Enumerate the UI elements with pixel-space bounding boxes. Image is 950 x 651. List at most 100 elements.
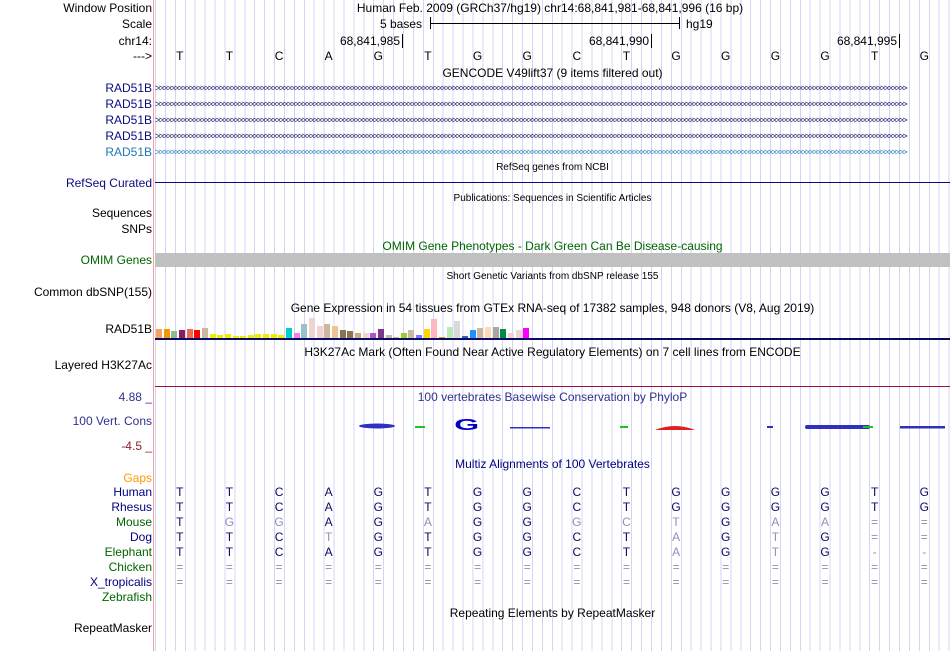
phylop-label[interactable]: 100 Vert. Cons bbox=[72, 414, 152, 428]
gtex-tissue-bar[interactable] bbox=[255, 334, 262, 338]
alignment-base: T bbox=[424, 530, 432, 544]
base-letter: G bbox=[721, 49, 731, 63]
species-label[interactable]: Elephant bbox=[104, 545, 152, 559]
gtex-tissue-bar[interactable] bbox=[217, 334, 224, 338]
label-separator bbox=[153, 0, 154, 651]
gtex-tissue-bar[interactable] bbox=[347, 331, 354, 338]
alignment-base: = bbox=[871, 515, 879, 529]
gencode-gene-label[interactable]: RAD51B bbox=[105, 81, 152, 95]
alignment-base: G bbox=[671, 485, 681, 499]
gtex-tissue-bar[interactable] bbox=[240, 335, 247, 338]
gtex-baseline bbox=[155, 338, 950, 340]
gtex-tissue-bar[interactable] bbox=[446, 327, 453, 338]
gtex-tissue-bar[interactable] bbox=[423, 329, 430, 338]
gencode-gene-4[interactable]: >>>>>>>>>>>>>>>>>>>>>>>>>>>>>>>>>>>>>>>>… bbox=[155, 132, 908, 140]
gtex-tissue-bar[interactable] bbox=[270, 334, 277, 338]
species-label[interactable]: Mouse bbox=[115, 515, 152, 529]
gtex-tissue-bar[interactable] bbox=[416, 335, 423, 338]
gtex-tissue-bar[interactable] bbox=[201, 328, 208, 338]
gtex-tissue-bar[interactable] bbox=[462, 335, 468, 338]
species-label[interactable]: X_tropicalis bbox=[89, 575, 152, 589]
gtex-tissue-bar[interactable] bbox=[408, 330, 415, 338]
alignment-base: G bbox=[820, 500, 830, 514]
gtex-tissue-bar[interactable] bbox=[400, 333, 407, 338]
gtex-tissue-bar[interactable] bbox=[515, 330, 522, 338]
gtex-tissue-bar[interactable] bbox=[316, 326, 323, 338]
species-label[interactable]: Rhesus bbox=[111, 500, 152, 514]
gtex-tissue-bar[interactable] bbox=[523, 328, 530, 338]
gtex-tissue-bar[interactable] bbox=[247, 335, 254, 338]
alignment-base: T bbox=[225, 485, 234, 499]
gencode-gene-label[interactable]: RAD51B bbox=[105, 145, 152, 159]
gtex-tissue-bar[interactable] bbox=[324, 324, 331, 338]
gtex-tissue-bar[interactable] bbox=[171, 331, 178, 338]
gtex-tissue-bar[interactable] bbox=[156, 329, 162, 338]
phylop-plot[interactable]: G bbox=[155, 410, 950, 440]
gtex-tissue-bar[interactable] bbox=[186, 329, 193, 338]
gtex-tissue-bar[interactable] bbox=[393, 337, 400, 338]
refseq-gene-line[interactable] bbox=[155, 182, 950, 183]
gaps-label[interactable]: Gaps bbox=[123, 471, 152, 485]
species-label[interactable]: Zebrafish bbox=[101, 590, 152, 604]
gtex-tissue-bar[interactable] bbox=[370, 333, 377, 338]
gtex-tissue-bar[interactable] bbox=[500, 329, 507, 338]
sequences-label[interactable]: Sequences bbox=[91, 206, 152, 220]
gtex-tissue-bar[interactable] bbox=[331, 326, 338, 338]
species-label[interactable]: Chicken bbox=[108, 560, 152, 574]
gtex-tissue-bar[interactable] bbox=[263, 334, 270, 338]
dbsnp-label[interactable]: Common dbSNP(155) bbox=[33, 285, 152, 299]
gtex-tissue-bar[interactable] bbox=[469, 330, 476, 338]
gtex-tissue-bar[interactable] bbox=[286, 328, 293, 338]
gtex-tissue-bar[interactable] bbox=[301, 324, 308, 338]
alignment-base: A bbox=[324, 485, 333, 499]
alignment-base: A bbox=[672, 530, 681, 544]
alignment-base: = bbox=[622, 575, 630, 589]
gtex-tissue-bar[interactable] bbox=[232, 335, 239, 338]
alignment-base: = bbox=[722, 560, 730, 574]
gencode-gene-3[interactable]: >>>>>>>>>>>>>>>>>>>>>>>>>>>>>>>>>>>>>>>>… bbox=[155, 116, 908, 124]
gtex-tissue-bar[interactable] bbox=[507, 333, 514, 338]
alignment-base: G bbox=[373, 545, 383, 559]
gtex-tissue-bar[interactable] bbox=[209, 333, 216, 338]
gtex-tissue-bar[interactable] bbox=[178, 330, 185, 338]
gtex-tissue-bar[interactable] bbox=[362, 333, 369, 338]
alignment-base: G bbox=[770, 485, 781, 499]
gtex-tissue-bar[interactable] bbox=[377, 329, 384, 338]
alignment-base: T bbox=[225, 530, 234, 544]
base-letter: G bbox=[919, 49, 929, 63]
snps-label[interactable]: SNPs bbox=[121, 222, 152, 236]
gtex-tissue-bar[interactable] bbox=[454, 321, 461, 338]
gtex-tissue-bar[interactable] bbox=[278, 334, 285, 338]
gtex-label[interactable]: RAD51B bbox=[105, 322, 152, 336]
gtex-tissue-bar[interactable] bbox=[477, 328, 484, 338]
gtex-tissue-bar[interactable] bbox=[439, 337, 446, 338]
gtex-tissue-bar[interactable] bbox=[339, 330, 346, 338]
gencode-gene-2[interactable]: >>>>>>>>>>>>>>>>>>>>>>>>>>>>>>>>>>>>>>>>… bbox=[155, 100, 908, 108]
base-letter: C bbox=[572, 49, 582, 63]
omim-label[interactable]: OMIM Genes bbox=[80, 253, 152, 267]
gtex-tissue-bar[interactable] bbox=[484, 326, 491, 338]
gtex-tissue-bar[interactable] bbox=[354, 333, 361, 338]
gencode-gene-label[interactable]: RAD51B bbox=[105, 113, 152, 127]
alignment-base: G bbox=[373, 500, 383, 514]
gencode-gene-label[interactable]: RAD51B bbox=[105, 97, 152, 111]
gtex-tissue-bar[interactable] bbox=[224, 334, 231, 338]
gtex-tissue-bar[interactable] bbox=[309, 318, 315, 338]
gencode-gene-1[interactable]: >>>>>>>>>>>>>>>>>>>>>>>>>>>>>>>>>>>>>>>>… bbox=[155, 84, 908, 92]
species-label[interactable]: Dog bbox=[129, 530, 152, 544]
gencode-gene-label[interactable]: RAD51B bbox=[105, 129, 152, 143]
gencode-gene-5[interactable]: >>>>>>>>>>>>>>>>>>>>>>>>>>>>>>>>>>>>>>>>… bbox=[155, 148, 908, 156]
gtex-tissue-bar[interactable] bbox=[492, 326, 499, 338]
h3k27ac-label[interactable]: Layered H3K27Ac bbox=[54, 358, 152, 372]
gtex-bars[interactable] bbox=[156, 316, 556, 338]
species-label[interactable]: Human bbox=[113, 485, 152, 499]
gtex-tissue-bar[interactable] bbox=[293, 332, 300, 338]
gtex-tissue-bar[interactable] bbox=[194, 330, 201, 338]
gtex-tissue-bar[interactable] bbox=[385, 334, 392, 338]
omim-gene-bar[interactable] bbox=[155, 253, 950, 267]
repeatmasker-label[interactable]: RepeatMasker bbox=[73, 621, 152, 635]
gtex-tissue-bar[interactable] bbox=[431, 319, 438, 338]
refseq-label[interactable]: RefSeq Curated bbox=[65, 176, 152, 190]
gtex-tissue-bar[interactable] bbox=[163, 329, 170, 338]
